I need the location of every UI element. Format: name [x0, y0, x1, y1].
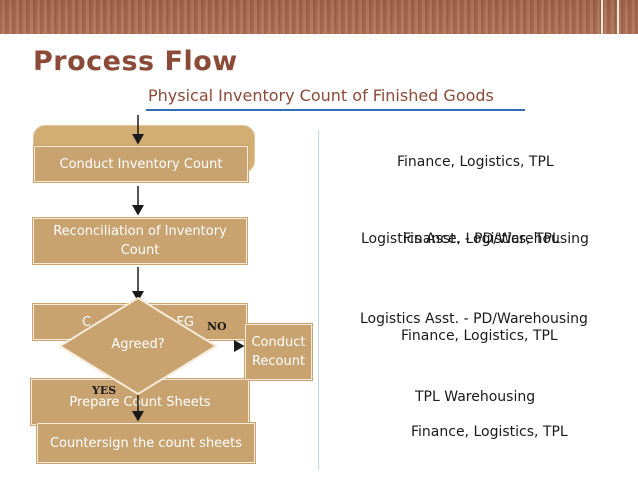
- reconciliation-label-line1: Reconciliation of Inventory: [53, 224, 227, 239]
- reconciliation-label-line2: Count: [120, 243, 160, 258]
- decision-diamond: [58, 296, 218, 396]
- prepare-count-sheets-label: Prepare Count Sheets: [69, 394, 211, 410]
- conduct-inventory-count-box: Conduct Inventory Count: [34, 146, 248, 182]
- no-label: NO: [207, 320, 227, 333]
- conduct-recount-box: Conduct Recount: [245, 324, 312, 380]
- reconciliation-box: Reconciliation of Inventory Count: [33, 218, 247, 264]
- recount-label-line2: Recount: [251, 354, 306, 369]
- page-title: Process Flow: [33, 46, 238, 77]
- countersign-box: Countersign the count sheets: [37, 423, 255, 463]
- header-band-separator: [601, 0, 603, 34]
- conduct-inventory-count-label: Conduct Inventory Count: [59, 156, 223, 172]
- header-band-separator: [617, 0, 619, 34]
- page-subtitle: Physical Inventory Count of Finished Goo…: [148, 86, 494, 105]
- subtitle-underline: [146, 109, 525, 111]
- responsibility-3b: Finance, Logistics, TPL: [401, 328, 558, 344]
- yes-label: YES: [92, 384, 117, 397]
- countersign-label: Countersign the count sheets: [49, 435, 243, 451]
- decision-label: Agreed?: [111, 337, 165, 352]
- hidden-box-left-text: C: [82, 314, 92, 330]
- responsibility-3a: Logistics Asst. - PD/Warehousing: [360, 311, 588, 327]
- responsibility-1: Finance, Logistics, TPL: [397, 154, 554, 170]
- responsibility-2b: Logistics Asst. - PD/Warehousing: [361, 231, 589, 247]
- responsibility-4: TPL Warehousing: [415, 389, 536, 405]
- responsibility-2a: Finance, Logistics, TPL: [403, 231, 560, 247]
- header-band: [0, 0, 638, 34]
- column-divider: [318, 130, 319, 470]
- recount-label-line1: Conduct: [251, 335, 306, 350]
- responsibility-5: Finance, Logistics, TPL: [411, 424, 568, 440]
